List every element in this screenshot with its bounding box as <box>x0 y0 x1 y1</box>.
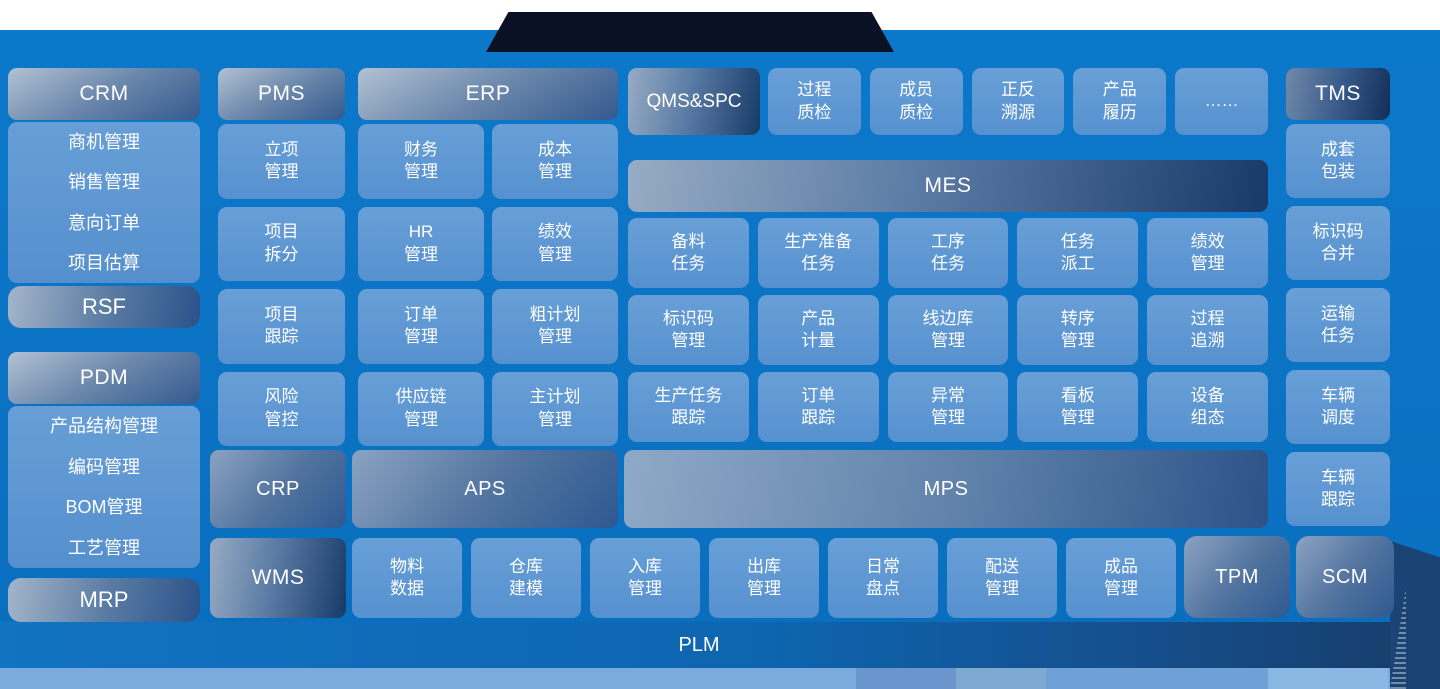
erp-items: 财务 管理 成本 管理 HR 管理 绩效 管理 订单 管理 粗计划 管理 供应链… <box>358 124 618 446</box>
mes-item: 任务 派工 <box>1017 218 1139 288</box>
wms-item: 日常 盘点 <box>828 538 938 618</box>
crm-item: 销售管理 <box>68 172 140 193</box>
pms-item: 风险 管控 <box>218 371 345 446</box>
wms-items: 物料 数据 仓库 建模 入库 管理 出库 管理 日常 盘点 配送 管理 成品 管… <box>352 538 1176 618</box>
mes-item: 生产准备 任务 <box>757 218 879 288</box>
pms-item: 项目 拆分 <box>218 206 345 281</box>
tms-item: 车辆 跟踪 <box>1286 452 1390 526</box>
aps-block: APS <box>352 450 618 528</box>
mes-item: 异常 管理 <box>887 372 1009 442</box>
pms-item: 立项 管理 <box>218 124 345 199</box>
wms-item: 成品 管理 <box>1066 538 1176 618</box>
bottom-strip <box>0 668 1440 689</box>
erp-header: ERP <box>358 68 618 120</box>
mes-item: 转序 管理 <box>1017 295 1139 365</box>
wms-item: 配送 管理 <box>947 538 1057 618</box>
erp-item: 订单 管理 <box>358 289 484 364</box>
erp-item: 成本 管理 <box>492 124 618 199</box>
tms-items: 成套 包装 标识码 合并 运输 任务 车辆 调度 车辆 跟踪 <box>1286 124 1390 526</box>
wms-header: WMS <box>210 538 346 618</box>
erp-item: 供应链 管理 <box>358 371 484 446</box>
qms-items: 过程 质检 成员 质检 正反 溯源 产品 履历 …… <box>768 68 1268 135</box>
pdm-item: BOM管理 <box>65 497 143 518</box>
strip-segment <box>956 668 1046 689</box>
crm-item: 商机管理 <box>68 132 140 153</box>
rsf-header: RSF <box>8 286 200 328</box>
erp-item: 主计划 管理 <box>492 371 618 446</box>
pms-items: 立项 管理 项目 拆分 项目 跟踪 风险 管控 <box>218 124 345 446</box>
strip-segment <box>856 668 956 689</box>
qms-item-ellipsis: …… <box>1175 68 1268 135</box>
mes-items: 备料 任务 生产准备 任务 工序 任务 任务 派工 绩效 管理 标识码 管理 产… <box>628 218 1268 442</box>
wms-item: 物料 数据 <box>352 538 462 618</box>
qms-item: 产品 履历 <box>1073 68 1167 135</box>
qms-item: 成员 质检 <box>869 68 963 135</box>
mrp-header: MRP <box>8 578 200 622</box>
tms-item: 运输 任务 <box>1286 288 1390 362</box>
pdm-header: PDM <box>8 352 200 404</box>
plm-label: PLM <box>678 633 720 656</box>
mes-item: 线边库 管理 <box>887 295 1009 365</box>
pdm-item: 编码管理 <box>68 456 140 477</box>
crm-items-panel: 商机管理 销售管理 意向订单 项目估算 <box>8 122 200 283</box>
qms-item: 正反 溯源 <box>971 68 1065 135</box>
mes-item: 生产任务 跟踪 <box>628 372 749 442</box>
pms-item: 项目 跟踪 <box>218 289 345 364</box>
tms-item: 车辆 调度 <box>1286 370 1390 444</box>
crm-item: 项目估算 <box>68 252 140 273</box>
strip-segment <box>1046 668 1268 689</box>
erp-item: 财务 管理 <box>358 124 484 199</box>
mes-item: 订单 跟踪 <box>757 372 879 442</box>
crm-header: CRM <box>8 68 200 120</box>
scm-block: SCM <box>1296 536 1394 618</box>
qms-spc-header: QMS&SPC <box>628 68 760 135</box>
pms-header: PMS <box>218 68 345 120</box>
title-ribbon <box>486 12 894 52</box>
crm-item: 意向订单 <box>68 212 140 233</box>
tms-item: 成套 包装 <box>1286 124 1390 198</box>
plm-arrow-bar: PLM <box>0 622 1398 668</box>
wms-item: 入库 管理 <box>590 538 700 618</box>
mes-item: 看板 管理 <box>1017 372 1139 442</box>
pdm-items-panel: 产品结构管理 编码管理 BOM管理 工艺管理 <box>8 406 200 568</box>
erp-item: 绩效 管理 <box>492 206 618 281</box>
tms-item: 标识码 合并 <box>1286 206 1390 280</box>
mes-header: MES <box>628 160 1268 212</box>
pdm-item: 工艺管理 <box>68 537 140 558</box>
wms-item: 仓库 建模 <box>471 538 581 618</box>
plm-arrowhead <box>1390 541 1440 689</box>
tms-header: TMS <box>1286 68 1390 120</box>
mes-item: 产品 计量 <box>757 295 879 365</box>
mes-item: 工序 任务 <box>887 218 1009 288</box>
mes-item: 过程 追溯 <box>1147 295 1268 365</box>
mes-item: 设备 组态 <box>1147 372 1268 442</box>
mes-item: 绩效 管理 <box>1147 218 1268 288</box>
strip-segment <box>1268 668 1388 689</box>
tpm-block: TPM <box>1184 536 1290 618</box>
erp-item: HR 管理 <box>358 206 484 281</box>
erp-item: 粗计划 管理 <box>492 289 618 364</box>
pdm-item: 产品结构管理 <box>50 416 158 437</box>
mes-item: 标识码 管理 <box>628 295 749 365</box>
qms-item: 过程 质检 <box>768 68 861 135</box>
crp-block: CRP <box>210 450 346 528</box>
mes-item: 备料 任务 <box>628 218 749 288</box>
wms-item: 出库 管理 <box>709 538 819 618</box>
mps-block: MPS <box>624 450 1268 528</box>
